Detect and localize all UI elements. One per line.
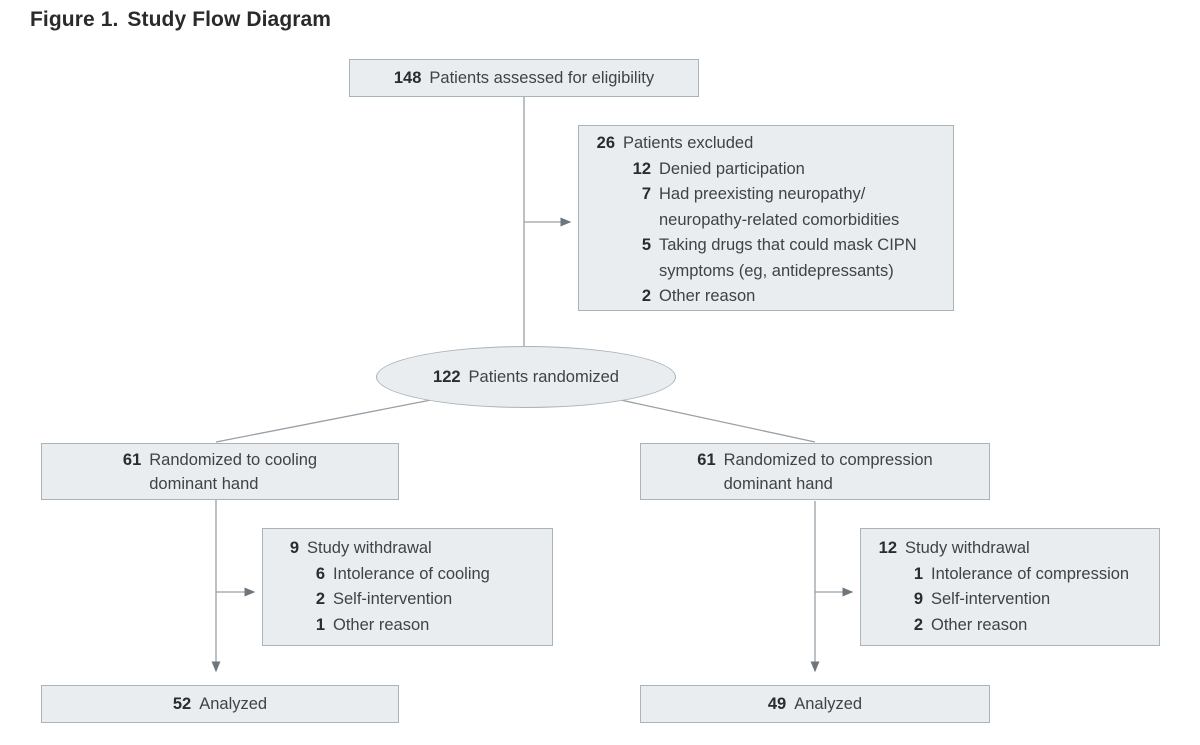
node-randomized: 122 Patients randomized bbox=[376, 346, 676, 408]
randomized-count: 122 bbox=[433, 367, 461, 386]
randomized-label: Patients randomized bbox=[468, 367, 619, 386]
excluded-item: 2 Other reason bbox=[641, 287, 756, 305]
withdrawal-item: 9 Self-intervention bbox=[913, 590, 1051, 608]
node-cooling-arm: 61 Randomized to cooling dominant hand bbox=[41, 443, 399, 500]
figure-title-label: Figure 1. bbox=[30, 8, 119, 31]
withdrawal-item: 9 Study withdrawal bbox=[289, 539, 432, 557]
withdrawal-item: 2 Other reason bbox=[913, 615, 1028, 634]
node-assessed: 148 Patients assessed for eligibility bbox=[349, 59, 699, 97]
excluded-item: 12 Denied participation bbox=[632, 159, 805, 178]
compression-analyzed-count: 49 bbox=[767, 694, 787, 713]
line-to-compression-arm bbox=[615, 398, 816, 443]
compression-analyzed-label: Analyzed bbox=[794, 694, 863, 713]
node-compression-withdrawal: 12 Study withdrawal 1 Intolerance of com… bbox=[860, 528, 1160, 646]
cooling-analyzed-count: 52 bbox=[172, 694, 192, 713]
cooling-arm-count: 61 bbox=[122, 450, 142, 469]
excluded-item: 26 Patients excluded bbox=[596, 134, 754, 152]
withdrawal-item: 6 Intolerance of cooling bbox=[315, 564, 490, 583]
compression-arm-count: 61 bbox=[697, 450, 716, 469]
node-compression-analyzed: 49 Analyzed bbox=[640, 685, 990, 723]
figure-title: Figure 1. Study Flow Diagram bbox=[30, 8, 331, 32]
node-compression-arm: 61 Randomized to compression dominant ha… bbox=[640, 443, 990, 500]
node-excluded: 26 Patients excluded 12 Denied participa… bbox=[578, 125, 954, 311]
withdrawal-item: 1 Other reason bbox=[315, 615, 430, 634]
assessed-label: Patients assessed for eligibility bbox=[429, 68, 655, 87]
cooling-analyzed-label: Analyzed bbox=[199, 694, 268, 713]
excluded-item: 5 Taking drugs that could mask CIPN symp… bbox=[641, 236, 917, 280]
assessed-count: 148 bbox=[393, 68, 422, 87]
node-cooling-withdrawal: 9 Study withdrawal 6 Intolerance of cool… bbox=[262, 528, 553, 646]
figure-title-text: Study Flow Diagram bbox=[127, 8, 332, 31]
excluded-item: 7 Had preexisting neuropathy/ neuropathy… bbox=[641, 185, 900, 229]
line-to-cooling-arm bbox=[215, 398, 437, 443]
node-cooling-analyzed: 52 Analyzed bbox=[41, 685, 399, 723]
withdrawal-item: 12 Study withdrawal bbox=[878, 539, 1030, 557]
withdrawal-item: 2 Self-intervention bbox=[315, 590, 453, 608]
withdrawal-item: 1 Intolerance of compression bbox=[913, 564, 1130, 583]
